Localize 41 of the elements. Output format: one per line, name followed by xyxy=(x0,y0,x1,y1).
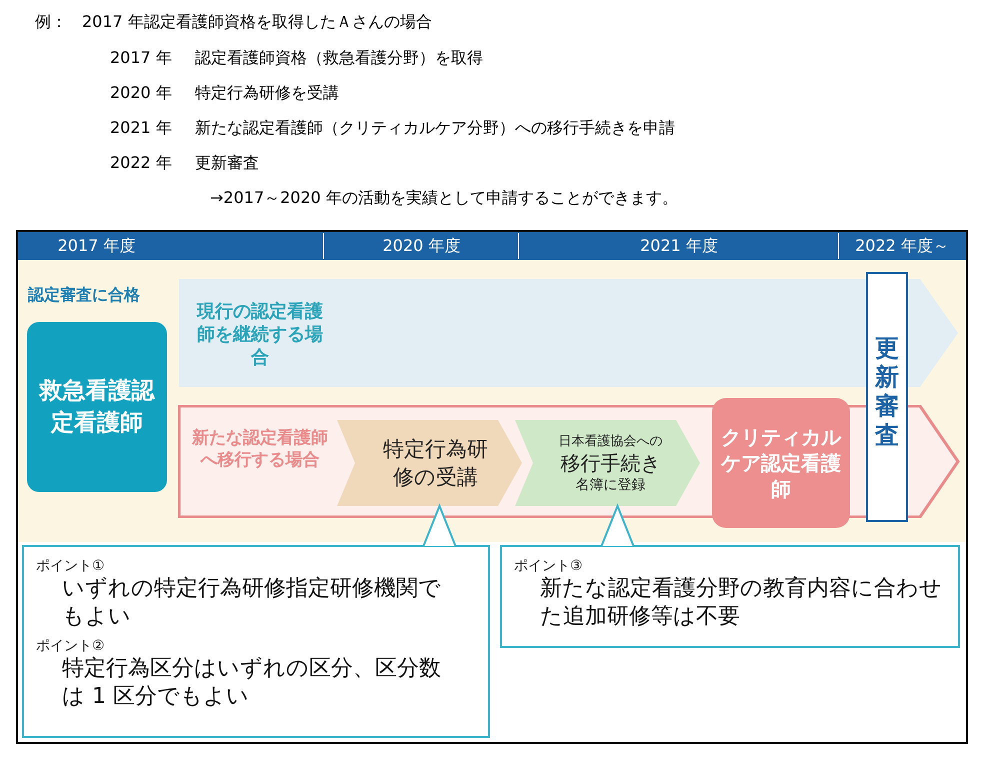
node-label: 移行手続き xyxy=(560,450,660,476)
node-label: 現行の認定看護師を継続する場合 xyxy=(196,300,324,369)
step-text: 認定看護師資格（救急看護分野）を取得 xyxy=(195,48,483,69)
certification-box xyxy=(712,398,850,528)
point-heading: ポイント② xyxy=(36,637,106,655)
step-text: 特定行為研修を受講 xyxy=(195,83,339,104)
status-text: 認定審査に合格 xyxy=(28,285,140,306)
point-text: いずれの特定行為研修指定研修機関でもよい xyxy=(61,575,442,631)
callout-box xyxy=(500,545,960,648)
node-label: 新たな認定看護師へ移行する場合 xyxy=(190,427,329,471)
callout-pointer xyxy=(422,503,456,547)
example-heading: 2017 年認定看護師資格を取得したＡさんの場合 xyxy=(82,12,432,33)
node-label: 特定行為研修の受講 xyxy=(382,436,489,491)
step-text: 更新審査 xyxy=(195,153,259,174)
year-text: 2021 年 xyxy=(110,118,172,139)
year-text: 2020 年 xyxy=(110,83,172,104)
node-label: 日本看護協会への xyxy=(558,433,662,450)
note-text: →2017～2020 年の活動を実績として申請することができます。 xyxy=(210,188,678,209)
point-text: 特定行為区分はいずれの区分、区分数は 1 区分でもよい xyxy=(61,655,442,711)
year-header: 2021 年度 xyxy=(518,233,839,259)
year-header: 2020 年度 xyxy=(323,233,519,259)
review-box xyxy=(866,272,908,522)
year-header: 2017 年度 xyxy=(56,235,136,257)
chevron-step xyxy=(337,420,522,506)
certification-box xyxy=(27,322,167,492)
callout-box xyxy=(22,545,490,738)
point-text: 新たな認定看護分野の教育内容に合わせた追加研修等は不要 xyxy=(539,575,943,631)
year-header: 2022 年度～ xyxy=(838,233,965,259)
example-heading: 例： xyxy=(35,12,67,33)
year-text: 2017 年 xyxy=(110,48,172,69)
node-label: 名簿に登録 xyxy=(576,476,646,494)
point-heading: ポイント③ xyxy=(514,557,584,575)
year-text: 2022 年 xyxy=(110,153,172,174)
node-label: クリティカルケア認定看護師 xyxy=(720,424,842,502)
arrow-band xyxy=(178,278,960,388)
step-text: 新たな認定看護師（クリティカルケア分野）への移行手続きを申請 xyxy=(195,118,675,139)
callout-pointer xyxy=(600,503,634,547)
chevron-step xyxy=(515,420,700,506)
node-label: 更新審査 xyxy=(874,334,900,451)
node-label: 救急看護認定看護師 xyxy=(38,377,156,438)
point-heading: ポイント① xyxy=(36,557,106,575)
